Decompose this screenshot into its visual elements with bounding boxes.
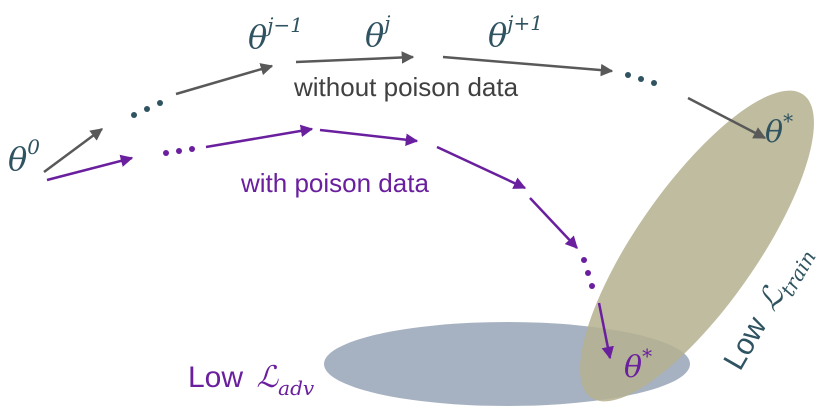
poison-arrow-2	[205, 124, 314, 149]
theta-star-clean-label: θ*	[765, 109, 793, 150]
clean-arrow-2	[175, 63, 274, 96]
clean-arrow-1	[43, 127, 104, 174]
theta-j-label: θj	[365, 11, 390, 54]
poison-ellipsis-1	[163, 146, 195, 156]
with-poison-label: with poison data	[240, 168, 429, 198]
low-train-region	[580, 90, 814, 402]
clean-ellipsis-1	[131, 100, 163, 118]
poison-arrow-1	[46, 154, 134, 182]
poison-arrow-6	[597, 302, 614, 360]
clean-arrow-4	[442, 55, 614, 77]
clean-arrow-3	[295, 51, 415, 64]
poison-arrow-3	[319, 128, 419, 146]
low-adv-label: Low ℒadv	[188, 360, 315, 400]
poison-ellipsis-2	[581, 257, 595, 289]
without-poison-label: without poison data	[293, 72, 519, 102]
theta-0-label: θ0	[8, 135, 40, 178]
poison-trajectory	[46, 124, 614, 360]
clean-ellipsis-2	[625, 72, 657, 86]
clean-trajectory	[43, 51, 767, 174]
clean-arrow-5	[687, 96, 767, 140]
poison-arrow-4	[436, 145, 527, 190]
poison-arrow-5	[529, 197, 578, 249]
theta-j-minus-1-label: θj−1	[248, 13, 303, 56]
theta-j-plus-1-label: θj+1	[488, 11, 543, 54]
theta-star-poison-label: θ*	[624, 344, 652, 385]
